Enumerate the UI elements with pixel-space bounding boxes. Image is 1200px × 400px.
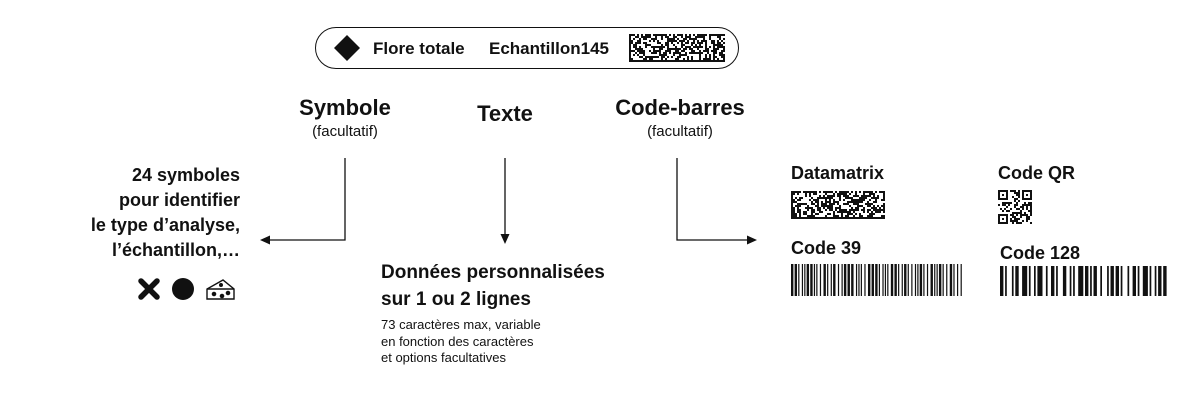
barcode-arrow-line xyxy=(676,158,748,241)
qr-code-icon xyxy=(998,190,1032,224)
symbol-subtitle: (facultatif) xyxy=(312,123,378,140)
text-description-note: 73 caractères max, variable en fonction … xyxy=(381,317,541,367)
datamatrix-label: Datamatrix xyxy=(791,163,885,183)
code39-barcode-icon xyxy=(791,264,962,296)
text-note-line-2: en fonction des caractères xyxy=(381,333,534,349)
filled-circle-icon xyxy=(172,278,194,300)
symbol-arrow-line xyxy=(268,158,346,241)
symbols-line-3: le type d’analyse, xyxy=(90,215,240,235)
barcode-subtitle: (facultatif) xyxy=(647,123,713,140)
diamond-icon xyxy=(334,35,360,61)
symbols-line-2: pour identifier xyxy=(119,190,240,210)
cheese-icon xyxy=(206,279,235,300)
symbol-examples xyxy=(138,278,235,300)
pill-datamatrix-icon xyxy=(629,34,725,62)
text-description-title: Données personnalisées sur 1 ou 2 lignes xyxy=(381,259,605,313)
datamatrix-icon xyxy=(791,191,885,219)
text-title-line-1: Données personnalisées xyxy=(381,262,605,283)
text-arrowhead xyxy=(500,234,510,244)
code39-label: Code 39 xyxy=(791,238,862,258)
label-primary-text: Flore totale xyxy=(373,39,465,58)
cross-icon xyxy=(138,278,160,300)
label-preview: Flore totale Echantillon145 xyxy=(315,27,739,69)
label-secondary-text: Echantillon145 xyxy=(489,39,609,58)
symbols-line-4: l’échantillon,… xyxy=(111,240,240,260)
barcode-arrowhead xyxy=(747,235,757,245)
symbols-description: 24 symboles pour identifier le type d’an… xyxy=(40,163,240,263)
symbol-arrowhead xyxy=(260,235,270,245)
text-note-line-3: et options facultatives xyxy=(381,350,507,365)
qr-label: Code QR xyxy=(998,163,1076,183)
code128-label: Code 128 xyxy=(1000,243,1081,263)
symbol-header: Symbole xyxy=(299,95,391,120)
text-note-line-1: 73 caractères max, variable xyxy=(381,317,541,332)
code128-barcode-icon xyxy=(1000,266,1167,296)
text-header: Texte xyxy=(477,101,533,126)
barcode-header: Code-barres xyxy=(615,95,745,120)
text-title-line-2: sur 1 ou 2 lignes xyxy=(381,289,531,310)
symbols-line-1: 24 symboles xyxy=(131,165,240,185)
